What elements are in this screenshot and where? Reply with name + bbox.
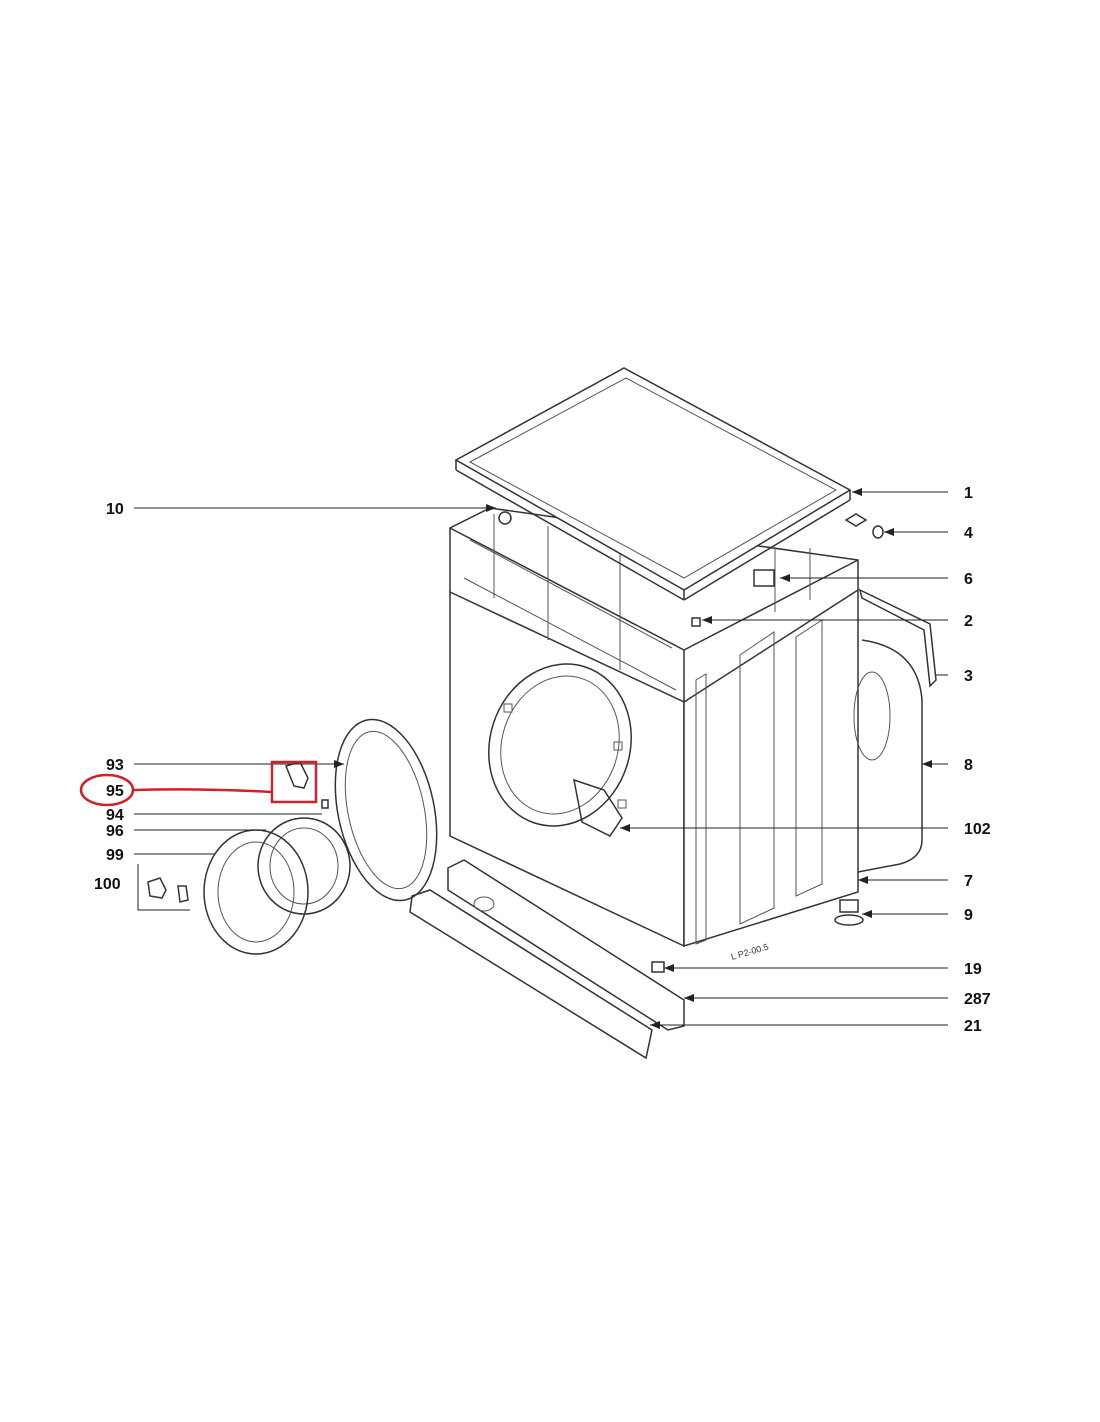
hinge-95 [284,761,309,789]
callout-19: 19 [964,961,982,978]
callout-8: 8 [964,757,973,774]
callout-labels: 1 4 6 2 3 8 102 7 9 19 287 21 10 93 95 9… [94,485,991,1035]
lock-102 [573,778,623,837]
side-panel [683,588,859,948]
drawing-code: L P2-00.5 [730,942,770,962]
leader-lines [134,491,948,1026]
callout-7: 7 [964,873,973,890]
handle-100a [147,877,167,899]
foot-base-9 [834,914,864,926]
clip-2 [691,617,701,627]
door-parts [137,718,438,955]
foot-9 [839,899,859,913]
highlight-leader [132,788,273,794]
side-slot [795,619,823,897]
plinth-21 [409,889,653,1060]
callout-9: 9 [964,907,973,924]
callout-1: 1 [964,485,973,502]
callout-21: 21 [964,1018,982,1035]
callout-93: 93 [106,757,124,774]
hinge-bracket [498,511,512,525]
callout-94: 94 [106,807,124,824]
hardware [498,511,937,973]
side-slot [739,631,775,925]
screw-4 [844,513,868,527]
plinth-assembly [409,859,685,1060]
callout-96: 96 [106,823,124,840]
callout-2: 2 [964,613,973,630]
callout-102: 102 [964,821,991,838]
callout-6: 6 [964,571,973,588]
callout-4: 4 [964,525,973,542]
clip-19 [651,961,665,973]
door-frame-99 [203,829,309,955]
callout-95: 95 [106,783,124,800]
door-ring-93 [334,718,438,902]
strip-3 [858,588,937,688]
bracket-100 [137,864,190,911]
cabinet-body [449,507,923,948]
part-95-highlight [79,760,318,807]
highlight-box [270,760,318,804]
callout-99: 99 [106,847,124,864]
callout-100: 100 [94,876,121,893]
bracket-6 [753,569,775,587]
handle-100b [177,885,189,903]
callout-10: 10 [106,501,124,518]
kick-plate-287 [447,859,685,1031]
callout-3: 3 [964,668,973,685]
cap-4 [872,525,884,539]
callout-287: 287 [964,991,991,1008]
porthole-opening [488,663,632,827]
top-lid [454,367,852,601]
arrowheads [334,488,932,1029]
clip-94 [321,799,329,809]
